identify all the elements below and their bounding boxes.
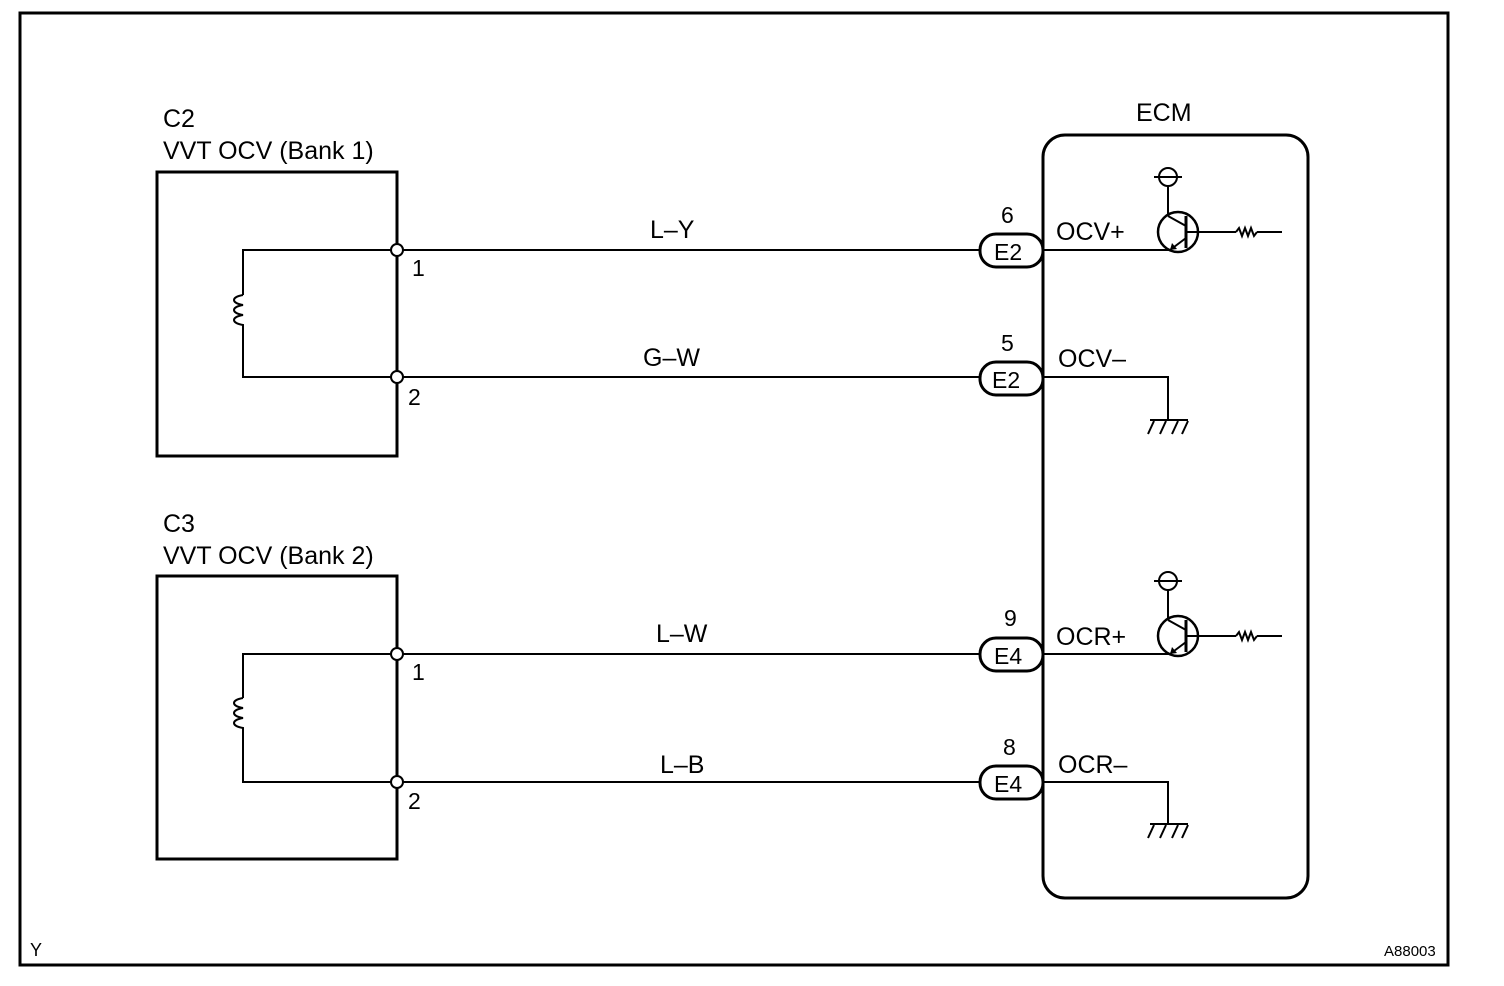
coil-wiring-bank1 xyxy=(242,249,397,378)
ground-icon xyxy=(1043,376,1189,435)
ground-icon xyxy=(1043,781,1189,839)
ecm-connector-e4-8: 8 E4 xyxy=(978,734,1045,801)
ecm-pin-number: 5 xyxy=(1001,330,1014,356)
component-name-bank2: VVT OCV (Bank 2) xyxy=(163,542,374,570)
component-c3: C3 VVT OCV (Bank 2) 1 2 xyxy=(155,510,425,861)
pin-label-2-bank2: 2 xyxy=(408,788,421,814)
pin-label-1-bank2: 1 xyxy=(412,659,425,685)
corner-label-left: Y xyxy=(30,940,42,960)
wire-gw: G–W xyxy=(403,344,980,378)
ecm-box xyxy=(1041,133,1310,900)
wire-ly: L–Y xyxy=(403,216,980,251)
ecm-pin-number: 9 xyxy=(1004,605,1017,631)
component-c2: C2 VVT OCV (Bank 1) 1 2 xyxy=(155,105,425,458)
ecm-connector-e2-5: 5 E2 xyxy=(978,330,1045,397)
ecm-unit: ECM OCV+ OCV– OCR+ xyxy=(1041,99,1310,900)
ecm-pin-number: 8 xyxy=(1003,734,1016,760)
ecm-connector-code: E4 xyxy=(994,771,1022,797)
ecm-connector-e4-9: 9 E4 xyxy=(978,605,1045,673)
component-box-bank1 xyxy=(155,170,399,458)
diagram-frame xyxy=(18,11,1450,967)
terminal-pin-1-bank1 xyxy=(390,243,404,257)
ecm-terminal-label: OCV+ xyxy=(1056,218,1125,246)
coil-icon xyxy=(233,697,244,733)
transistor-icon xyxy=(1043,167,1282,254)
wire-color-label: L–B xyxy=(660,751,704,779)
ecm-terminal-label: OCR– xyxy=(1058,751,1128,779)
pin-label-2-bank1: 2 xyxy=(408,384,421,410)
wire-color-label: G–W xyxy=(643,344,700,372)
ecm-label: ECM xyxy=(1136,99,1192,127)
terminal-pin-1-bank2 xyxy=(390,647,404,661)
wire-color-label: L–Y xyxy=(650,216,695,244)
ecm-connector-e2-6: 6 E2 xyxy=(978,202,1045,269)
pin-label-1-bank1: 1 xyxy=(412,255,425,281)
ecm-pin-number: 6 xyxy=(1001,202,1014,228)
figure-code: A88003 xyxy=(1384,943,1436,960)
terminal-pin-2-bank1 xyxy=(390,370,404,384)
ecm-terminal-label: OCV– xyxy=(1058,345,1126,373)
ecm-connector-code: E2 xyxy=(992,367,1020,393)
coil-wiring-bank2 xyxy=(242,653,397,783)
connector-label-c3: C3 xyxy=(163,510,195,538)
ecm-connector-code: E4 xyxy=(994,643,1022,669)
ecm-connector-code: E2 xyxy=(994,239,1022,265)
wire-color-label: L–W xyxy=(656,620,708,648)
component-box-bank2 xyxy=(155,574,399,861)
component-name-bank1: VVT OCV (Bank 1) xyxy=(163,137,374,165)
connector-label-c2: C2 xyxy=(163,105,195,133)
wire-lw: L–W xyxy=(403,620,980,655)
ecm-terminal-label: OCR+ xyxy=(1056,623,1126,651)
transistor-icon xyxy=(1043,571,1282,658)
coil-icon xyxy=(233,294,244,330)
terminal-pin-2-bank2 xyxy=(390,775,404,789)
wire-lb: L–B xyxy=(403,751,980,783)
